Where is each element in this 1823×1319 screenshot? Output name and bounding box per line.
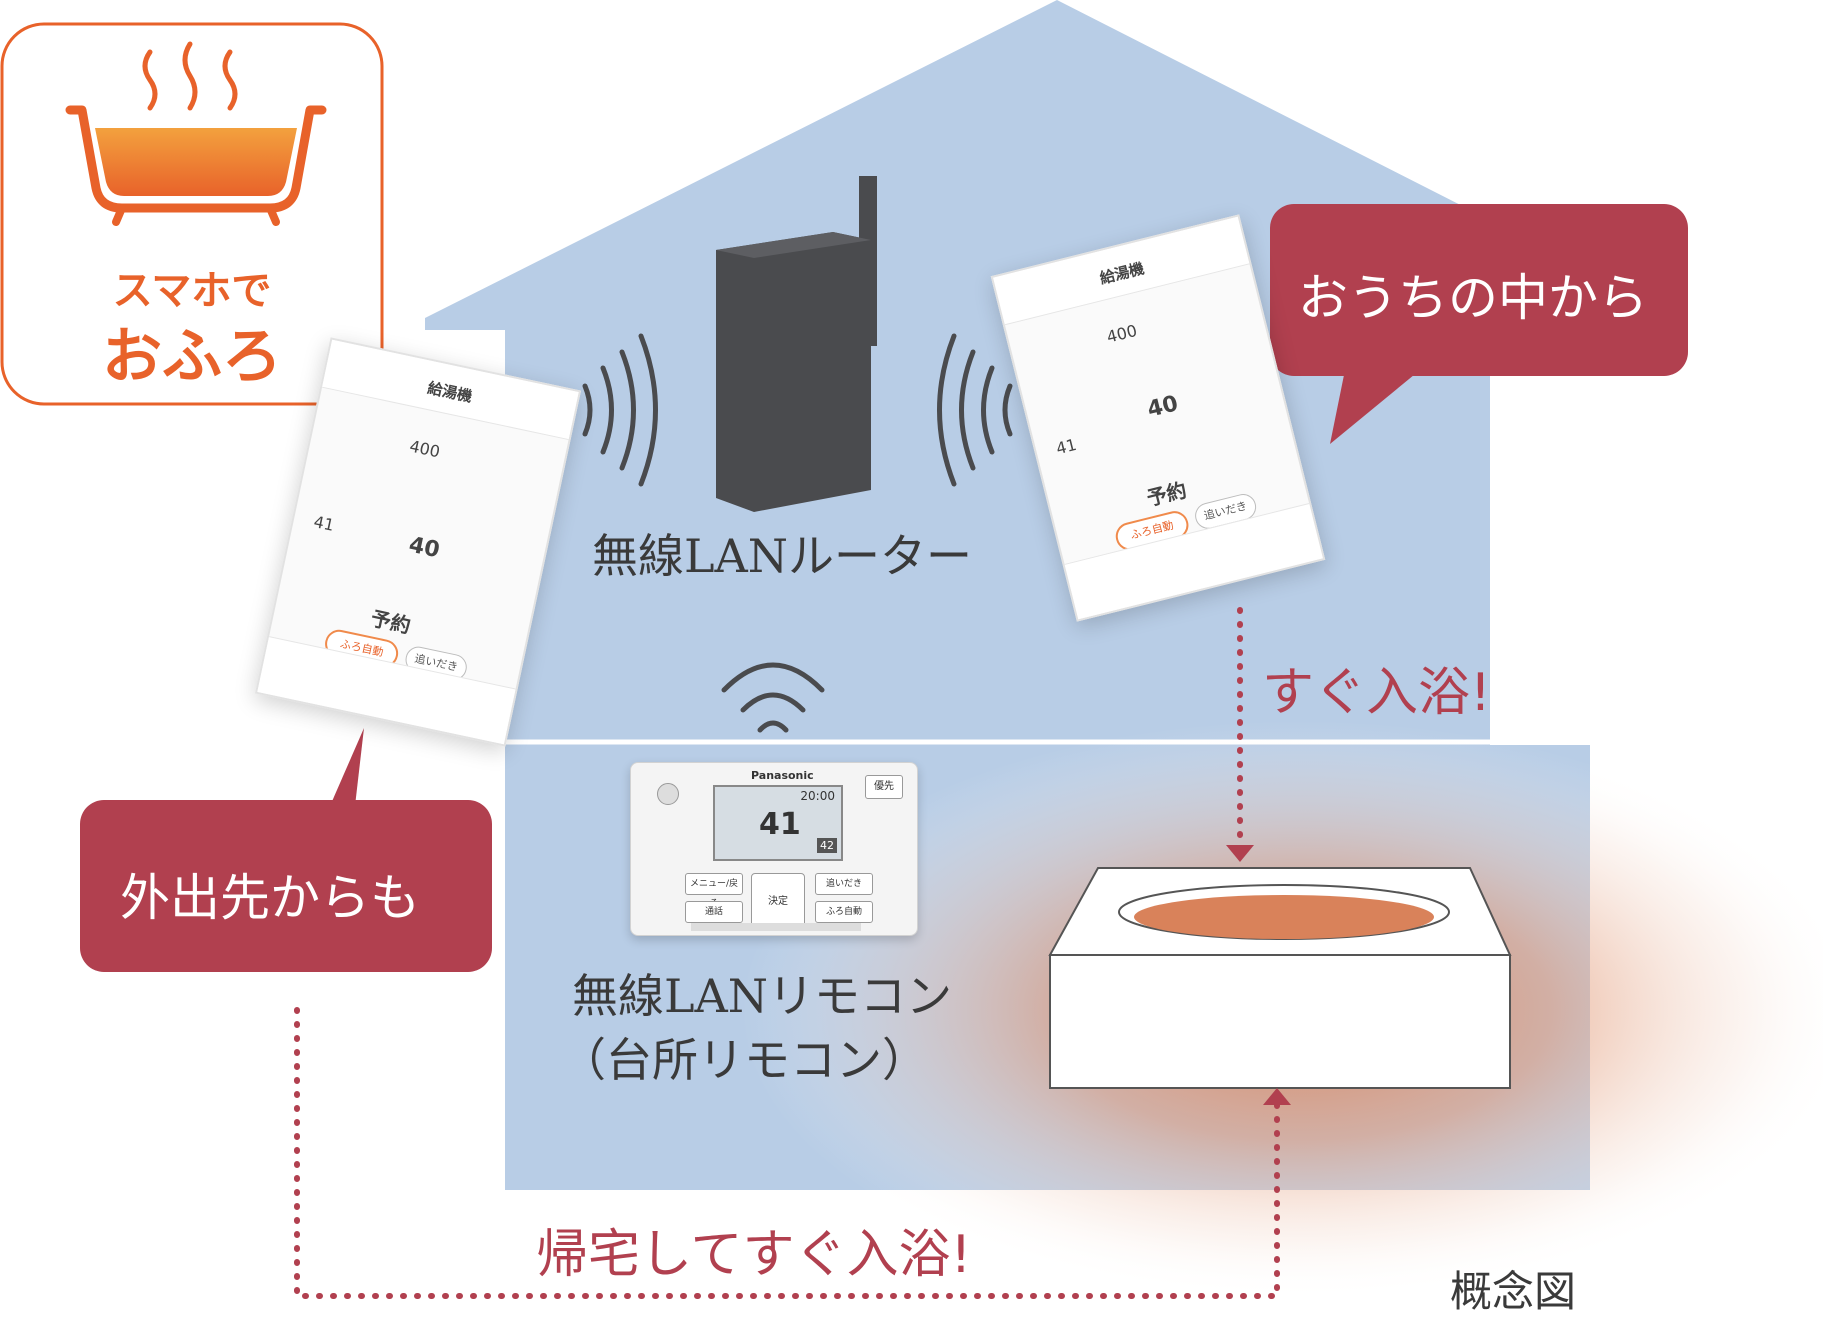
remote-display: 20:00 41 42: [713, 785, 843, 861]
app-tile-line2: おふろ: [102, 322, 282, 392]
callout-outside-text: 外出先からも: [120, 869, 420, 927]
phone-left-volume: 400: [407, 436, 442, 462]
remote-label-line1: 無線LANリモコン: [572, 969, 953, 1023]
bath-now-text: すぐ入浴!: [1262, 663, 1491, 723]
remote-set-temp: 42: [817, 838, 837, 853]
phone-right-reserve: 予約: [1144, 477, 1189, 511]
auto-bath-button[interactable]: ふろ自動: [815, 901, 873, 923]
bathtub-icon: [1048, 867, 1512, 1089]
app-tile: [0, 22, 384, 406]
remote-brand: Panasonic: [751, 769, 814, 782]
dotted-arrow-outside: [294, 1007, 1291, 1299]
tub-icon: [65, 105, 327, 213]
steam-icon: [142, 41, 238, 111]
phone-left-temp-small: 41: [312, 512, 336, 535]
kitchen-remote: Panasonic 20:00 41 42 優先 メニュー/戻る 通話 決定 追…: [630, 762, 918, 936]
cross-key[interactable]: 決定: [751, 873, 805, 927]
router-icon: [716, 176, 877, 512]
phone-right-temp-small: 41: [1054, 434, 1079, 459]
phone-right-volume: 400: [1104, 320, 1139, 347]
phone-right-temp-main: 40: [1144, 391, 1181, 423]
warning-strip: [691, 923, 861, 931]
router-label: 無線LANルーター: [592, 529, 973, 583]
callout-inside: [1270, 204, 1688, 444]
enter-button[interactable]: 決定: [768, 896, 788, 907]
power-button[interactable]: [657, 783, 679, 805]
dotted-arrow-inside: [1226, 607, 1254, 862]
priority-button[interactable]: 優先: [865, 775, 903, 799]
reheat-button[interactable]: 追いだき: [815, 873, 873, 895]
call-button[interactable]: 通話: [685, 901, 743, 923]
concept-label: 概念図: [1450, 1267, 1577, 1316]
callout-outside: [80, 728, 492, 972]
callout-inside-text: おうちの中から: [1298, 269, 1648, 327]
remote-time: 20:00: [800, 789, 835, 803]
app-tile-line1: スマホで: [112, 268, 272, 314]
remote-label-line2: （台所リモコン）: [560, 1033, 928, 1087]
remote-temp: 41: [759, 807, 801, 842]
phone-left-temp-main: 40: [406, 532, 442, 564]
menu-button[interactable]: メニュー/戻る: [685, 873, 743, 909]
wifi-waves-right-icon: [937, 333, 1013, 487]
wifi-waves-left-icon: [582, 333, 658, 487]
phone-left-reserve: 予約: [368, 606, 413, 638]
remote-wifi-icon: [721, 662, 825, 733]
home-bath-text: 帰宅してすぐ入浴!: [536, 1225, 972, 1285]
